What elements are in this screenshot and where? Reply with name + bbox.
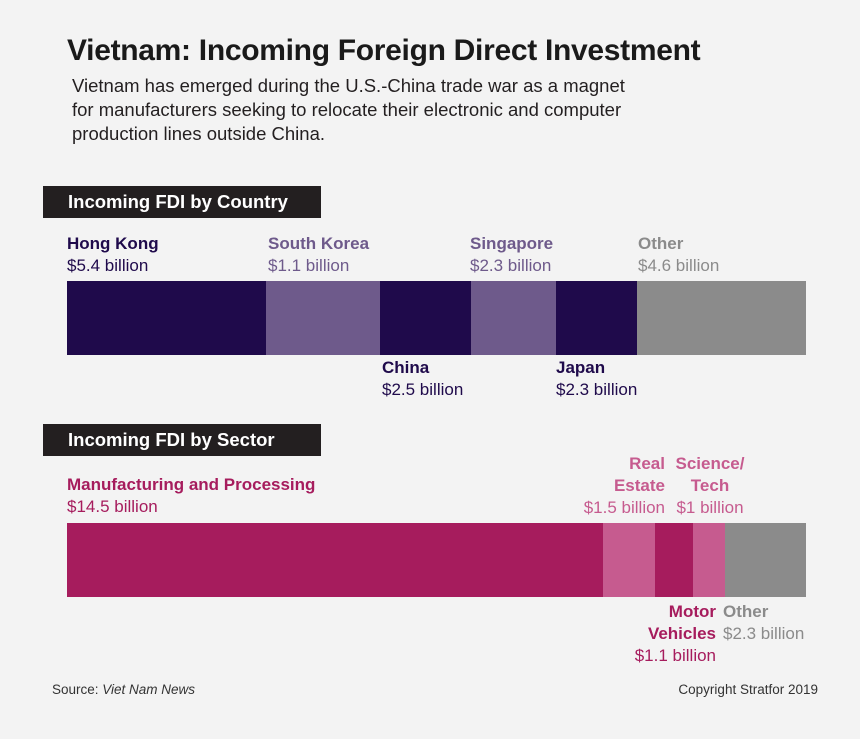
country-section-header: Incoming FDI by Country	[43, 186, 321, 218]
chart-subtitle: Vietnam has emerged during the U.S.-Chin…	[72, 75, 625, 144]
label-science-tech: Science/ Tech $1 billion	[675, 454, 745, 517]
bar-segment-real-estate	[603, 523, 655, 597]
bar-segment-other	[725, 523, 806, 597]
label-motor-vehicles: Motor Vehicles $1.1 billion	[634, 602, 716, 665]
bar-segment-china	[380, 281, 471, 355]
chart-title: Vietnam: Incoming Foreign Direct Investm…	[67, 34, 701, 67]
bar-segment-other	[637, 281, 806, 355]
label-south-korea: South Korea $1.1 billion	[268, 234, 370, 275]
label-real-estate: Real Estate $1.5 billion	[583, 454, 665, 517]
bar-segment-manufacturing-and-processing	[67, 523, 603, 597]
bar-segment-science-tech	[693, 523, 725, 597]
label-china: China $2.5 billion	[382, 358, 464, 399]
country-stacked-bar	[67, 281, 806, 355]
bar-segment-hong-kong	[67, 281, 266, 355]
sector-stacked-bar	[67, 523, 806, 597]
label-japan: Japan $2.3 billion	[556, 358, 638, 399]
label-singapore: Singapore $2.3 billion	[470, 234, 554, 275]
label-hong-kong: Hong Kong $5.4 billion	[67, 234, 159, 275]
source-note: Source: Viet Nam News	[52, 682, 196, 697]
copyright-note: Copyright Stratfor 2019	[678, 682, 818, 697]
sector-section-header: Incoming FDI by Sector	[43, 424, 321, 456]
bar-segment-singapore	[471, 281, 556, 355]
label-manufacturing: Manufacturing and Processing $14.5 billi…	[67, 475, 316, 516]
label-sector-other: Other $2.3 billion	[723, 602, 805, 643]
bar-segment-motor-vehicles	[655, 523, 693, 597]
bar-segment-japan	[556, 281, 637, 355]
label-country-other: Other $4.6 billion	[638, 234, 720, 275]
bar-segment-south-korea	[266, 281, 380, 355]
